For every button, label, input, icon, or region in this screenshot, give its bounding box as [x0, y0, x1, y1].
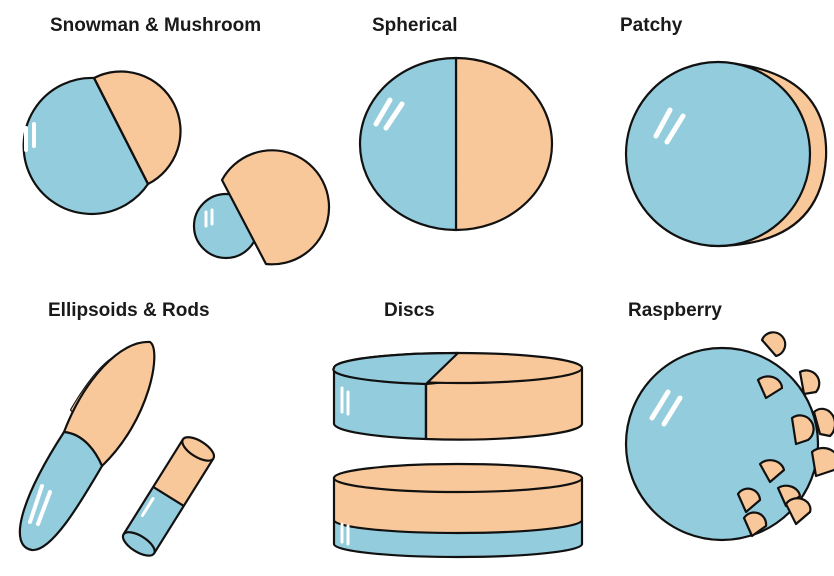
spherical-particle — [360, 58, 552, 230]
label-discs: Discs — [384, 300, 435, 321]
disc-bottom-particle — [334, 464, 582, 557]
label-spherical: Spherical — [372, 15, 458, 36]
snowman-particle — [24, 72, 181, 214]
label-patchy: Patchy — [620, 15, 683, 36]
raspberry-particle — [626, 332, 834, 540]
mushroom-particle — [194, 150, 329, 264]
disc-top-particle — [333, 353, 582, 440]
label-ellipsoids-rods: Ellipsoids & Rods — [48, 300, 210, 321]
label-snowman-mushroom: Snowman & Mushroom — [50, 15, 261, 36]
rod-particle — [119, 433, 217, 561]
patchy-particle — [626, 62, 826, 246]
label-raspberry: Raspberry — [628, 300, 722, 321]
